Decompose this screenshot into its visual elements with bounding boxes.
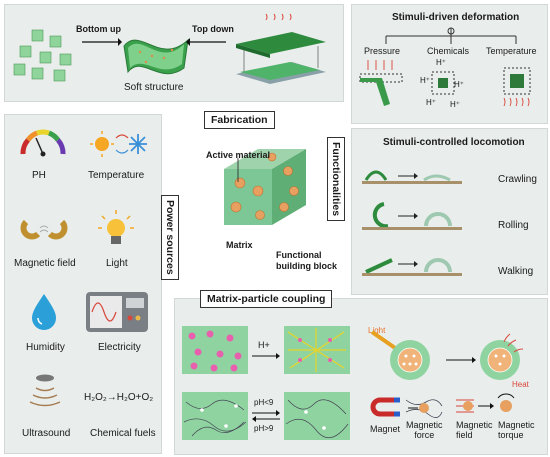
deformation-label-chemicals: Chemicals: [427, 46, 470, 56]
pressure-deformation-illustration: [359, 60, 403, 106]
walking-illustration: [362, 258, 462, 276]
bottom-up-label: Bottom up: [76, 24, 121, 34]
light-label: Light: [368, 326, 386, 335]
network-before: [182, 392, 248, 440]
power-item-light: Light: [106, 258, 128, 269]
network-after: [284, 392, 350, 440]
top-down-press-illustration: [236, 13, 326, 84]
locomotion-label-walking: Walking: [498, 266, 534, 277]
photothermal-illustration: [370, 330, 524, 380]
rolling-illustration: [362, 202, 462, 230]
power-item-electricity: Electricity: [98, 342, 141, 353]
magnet-icon: [20, 219, 68, 240]
active-material-label: Active material: [206, 150, 271, 160]
magnetic-torque-label: Magnetic torque: [498, 420, 535, 440]
temperature-icon: [90, 131, 147, 157]
matrix-label: Matrix: [226, 240, 253, 250]
ph-scale-icon: [20, 129, 66, 157]
locomotion-label-rolling: Rolling: [498, 220, 529, 231]
ion-label-2: H⁺: [420, 76, 430, 85]
chemical-fuel-formula: H₂O₂→H₂O+O₂: [84, 392, 154, 403]
light-bulb-icon: [98, 210, 134, 244]
ph-particles-after: [284, 326, 350, 374]
deformation-label-temperature: Temperature: [486, 46, 537, 56]
bottom-up-arrow-icon: [82, 38, 122, 46]
ion-label-3: H⁺: [454, 80, 464, 89]
coupling-title: Matrix-particle coupling: [200, 290, 333, 308]
power-sources-panel: [4, 114, 162, 454]
power-item-humidity: Humidity: [26, 342, 65, 353]
magnet-horseshoe-icon: [370, 397, 400, 417]
deformation-label-pressure: Pressure: [364, 46, 401, 56]
magnet-label: Magnet: [370, 424, 401, 434]
soft-structure-sheet: [123, 38, 189, 75]
deformation-tree-lines: [385, 27, 517, 44]
crawling-illustration: [362, 170, 462, 184]
small-cubes-illustration: [13, 29, 72, 82]
power-item-temperature: Temperature: [88, 170, 145, 181]
h-plus-arrow-label: H+: [258, 340, 270, 350]
ion-label-4: H⁺: [426, 98, 436, 107]
fabrication-title: Fabrication: [204, 111, 275, 129]
functionalities-title: Functionalities: [327, 137, 345, 222]
power-item-ph: PH: [32, 170, 46, 181]
temperature-deformation-illustration: [503, 67, 531, 107]
active-material-pointer: [237, 158, 239, 182]
ph-low-label: pH<9: [254, 398, 274, 407]
power-sources-title: Power sources: [161, 195, 179, 280]
top-down-arrow-icon: [186, 38, 226, 46]
magnetic-force-illustration: [405, 399, 443, 418]
magnetic-field-label: Magnetic field: [456, 420, 493, 440]
ph-particles-before: [182, 326, 248, 374]
water-drop-icon: [32, 294, 56, 330]
power-item-magnetic-field: Magnetic field: [14, 258, 76, 269]
functional-building-block-label: Functional building block: [276, 250, 337, 271]
chemical-deformation-illustration: [431, 71, 455, 95]
deformation-title: Stimuli-driven deformation: [392, 12, 520, 23]
locomotion-title: Stimuli-controlled locomotion: [383, 137, 525, 148]
magnetic-force-label: Magnetic force: [406, 420, 443, 440]
functional-building-block-cube: [224, 149, 306, 225]
power-item-chemical-fuels: Chemical fuels: [90, 428, 156, 439]
h-plus-arrow-icon: [252, 353, 280, 359]
heat-label: Heat: [512, 380, 529, 389]
soft-structure-label: Soft structure: [124, 82, 184, 93]
locomotion-label-crawling: Crawling: [498, 174, 537, 185]
top-down-label: Top down: [192, 24, 234, 34]
ion-label-1: H⁺: [436, 58, 446, 67]
oscilloscope-icon: [86, 292, 148, 332]
ion-label-5: H⁺: [450, 100, 460, 109]
ph-equilibrium-arrows-icon: [252, 410, 280, 422]
power-item-ultrasound: Ultrasound: [22, 428, 71, 439]
magnetic-torque-illustration: [456, 393, 515, 413]
ph-high-label: pH>9: [254, 424, 274, 433]
ultrasound-icon: [29, 374, 61, 407]
